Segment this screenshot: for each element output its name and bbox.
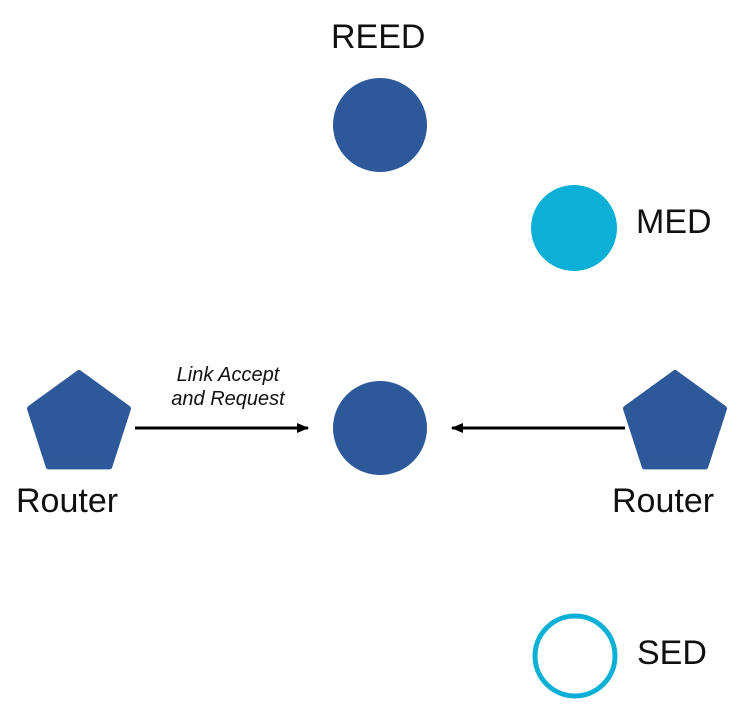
edge-label-line-1: Link Accept xyxy=(176,364,280,386)
node-med-circle[interactable] xyxy=(531,185,617,271)
edge-label-link-accept-and-request: Link Accept and Request xyxy=(143,363,313,411)
node-router-left-pentagon[interactable] xyxy=(27,370,131,470)
node-router-right-pentagon[interactable] xyxy=(623,370,727,470)
node-label-reed: REED xyxy=(331,18,426,56)
node-leader-circle[interactable] xyxy=(333,381,427,475)
node-reed-circle[interactable] xyxy=(333,78,427,172)
node-label-router-right: Router xyxy=(612,482,715,520)
node-label-med: MED xyxy=(636,203,712,241)
edge-label-line-2: and Request xyxy=(171,388,285,410)
node-label-sed: SED xyxy=(637,634,707,672)
node-label-router-left: Router xyxy=(16,482,119,520)
node-sed-circle[interactable] xyxy=(532,613,618,699)
